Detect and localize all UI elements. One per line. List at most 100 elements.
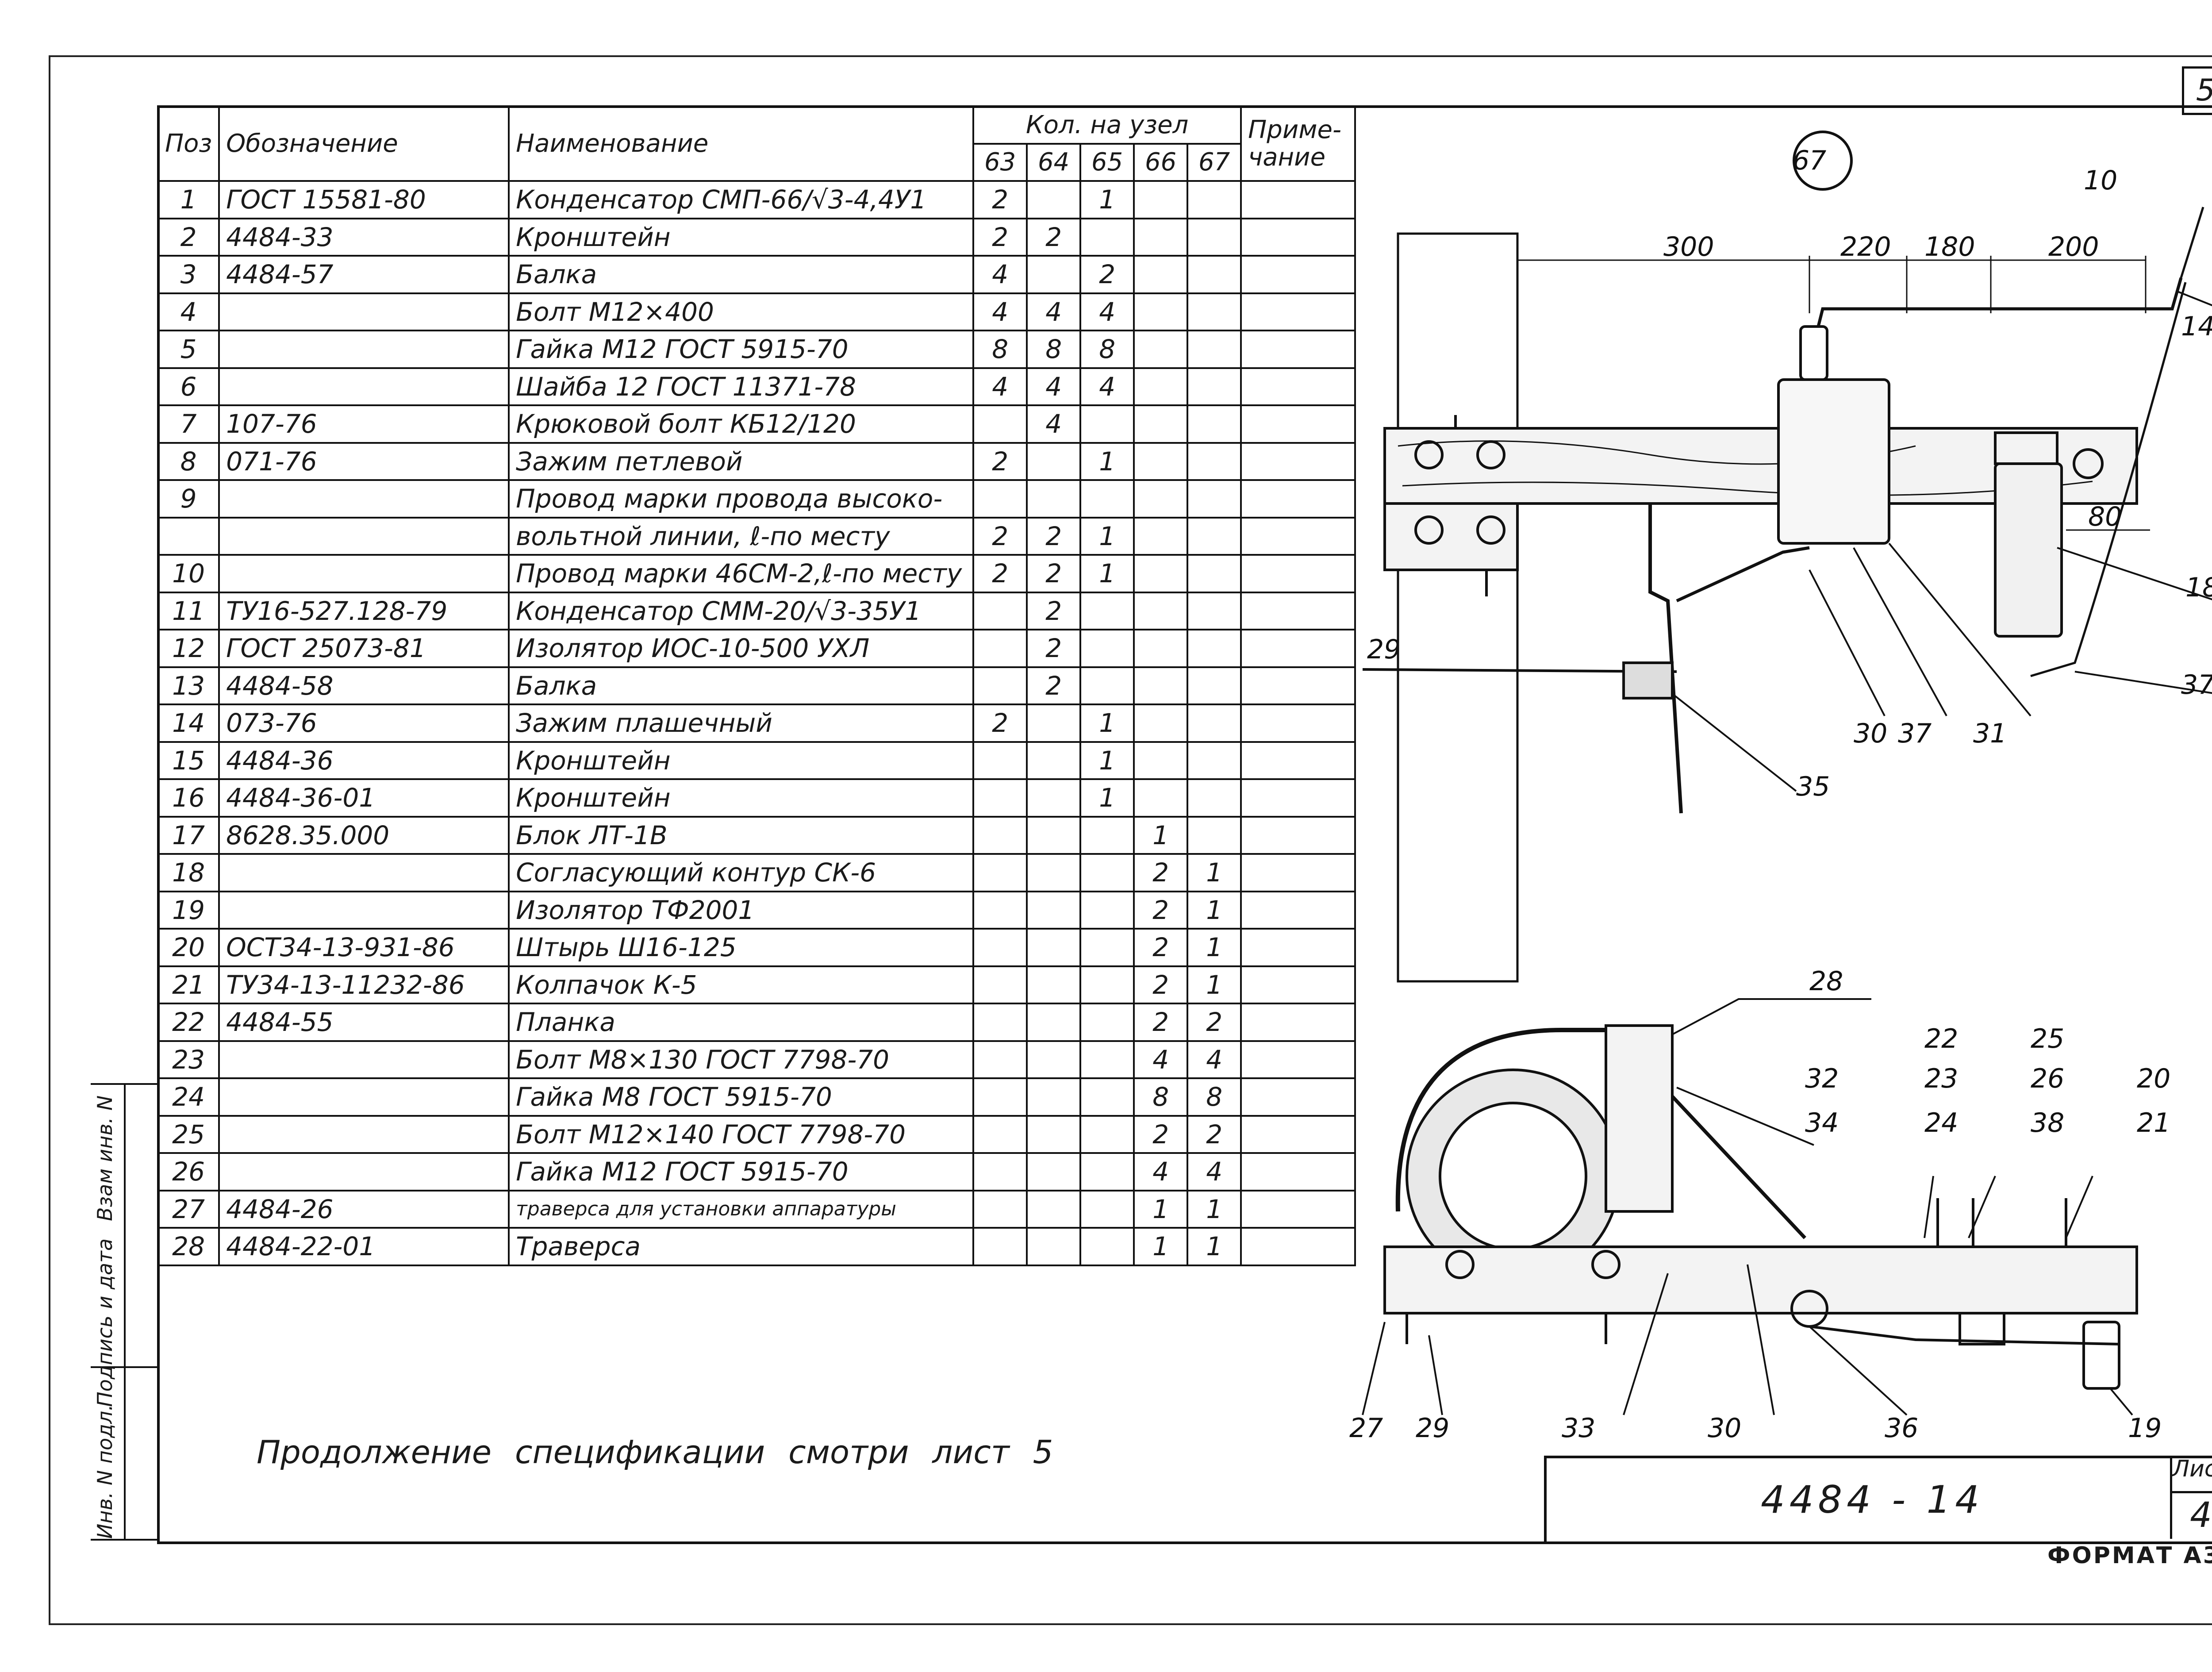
- cell-designation: ГОСТ 15581-80: [218, 180, 510, 219]
- cell-qty: [1026, 180, 1082, 219]
- cell-qty: 2: [972, 180, 1028, 219]
- cell-pos: 21: [157, 965, 220, 1004]
- callout-10: 10: [2084, 165, 2117, 196]
- cell-pos: 28: [157, 1227, 220, 1266]
- cell-designation: [218, 292, 510, 331]
- cell-note: [1240, 890, 1356, 930]
- cell-qty: [1133, 180, 1189, 219]
- cell-qty: [1026, 1227, 1082, 1266]
- cell-qty: [1187, 815, 1242, 855]
- cell-qty: [1133, 367, 1189, 406]
- cell-pos: 3: [157, 255, 220, 294]
- cell-qty: 1: [1079, 554, 1135, 593]
- cell-name: Штырь Ш16-125: [508, 928, 975, 967]
- cell-qty: [972, 1077, 1028, 1117]
- cell-qty: 4: [1026, 404, 1082, 444]
- callout-21: 21: [2137, 1107, 2170, 1138]
- cell-qty: [1187, 554, 1242, 593]
- cell-pos: 26: [157, 1152, 220, 1192]
- cell-designation: [218, 554, 510, 593]
- cell-qty: [972, 965, 1028, 1004]
- cell-qty: 4: [972, 255, 1028, 294]
- cell-qty: 2: [972, 442, 1028, 481]
- coupling-contour: [1994, 462, 2063, 638]
- header-note: Приме- чание: [1240, 105, 1356, 182]
- cell-qty: [1026, 1152, 1082, 1192]
- cell-qty: 1: [1187, 965, 1242, 1004]
- cell-pos: 17: [157, 815, 220, 855]
- cell-qty: [1187, 404, 1242, 444]
- cell-name: Болт М12×400: [508, 292, 975, 331]
- cell-qty: [1187, 516, 1242, 556]
- cell-name: Конденсатор СММ-20/√3-35У1: [508, 591, 975, 630]
- cell-designation: [218, 1152, 510, 1192]
- cell-qty: 8: [1133, 1077, 1189, 1117]
- cell-pos: 20: [157, 928, 220, 967]
- cell-qty: [1079, 890, 1135, 930]
- cell-qty: 1: [1079, 180, 1135, 219]
- cell-name: Провод марки провода высоко-: [508, 479, 975, 519]
- cell-note: [1240, 853, 1356, 892]
- cell-note: [1240, 1003, 1356, 1042]
- cell-qty: [1079, 591, 1135, 630]
- callout-37a: 37: [2181, 669, 2212, 700]
- cell-note: [1240, 255, 1356, 294]
- cell-qty: 8: [1187, 1077, 1242, 1117]
- cell-note: [1240, 404, 1356, 444]
- clamp-plank: [1605, 1024, 1674, 1213]
- cell-qty: [1026, 1115, 1082, 1154]
- cell-qty: [972, 1115, 1028, 1154]
- pole-upper: [1397, 232, 1519, 983]
- cell-qty: 1: [1133, 1189, 1189, 1229]
- callout-35: 35: [1796, 771, 1830, 802]
- callout-33: 33: [1562, 1413, 1595, 1444]
- cell-pos: 8: [157, 442, 220, 481]
- cell-note: [1240, 1077, 1356, 1117]
- cell-qty: [1187, 778, 1242, 818]
- callout-37b: 37: [1898, 718, 1932, 749]
- cell-qty: 2: [1187, 1115, 1242, 1154]
- callout-26: 26: [2031, 1063, 2064, 1094]
- cell-qty: 1: [1079, 703, 1135, 743]
- cell-qty: [1026, 703, 1082, 743]
- cell-qty: [972, 404, 1028, 444]
- callout-20: 20: [2137, 1063, 2170, 1094]
- cell-pos: 11: [157, 591, 220, 630]
- cell-designation: 073-76: [218, 703, 510, 743]
- cell-name: Провод марки 46СМ-2,ℓ-по месту: [508, 554, 975, 593]
- cell-note: [1240, 1115, 1356, 1154]
- cell-qty: 4: [1026, 367, 1082, 406]
- cell-designation: ТУ34-13-11232-86: [218, 965, 510, 1004]
- cell-qty: [972, 1003, 1028, 1042]
- cell-qty: 2: [1133, 890, 1189, 930]
- cell-qty: [972, 741, 1028, 780]
- cell-designation: ТУ16-527.128-79: [218, 591, 510, 630]
- cell-qty: [1026, 479, 1082, 519]
- dim-200: 200: [2048, 231, 2099, 262]
- cell-qty: [1079, 1077, 1135, 1117]
- cell-pos: 19: [157, 890, 220, 930]
- table-subheader-row: 63 64 65 66 67: [158, 142, 1355, 182]
- cell-qty: [1133, 778, 1189, 818]
- callout-18: 18: [2185, 572, 2212, 603]
- title-block: [1544, 1456, 2212, 1541]
- cell-name: Болт М12×140 ГОСТ 7798-70: [508, 1115, 975, 1154]
- cell-note: [1240, 367, 1356, 406]
- cell-qty: [1133, 255, 1189, 294]
- sheet-cell: Лист 4: [2170, 1456, 2212, 1539]
- cell-name: Согласующий контур СК-6: [508, 853, 975, 892]
- cell-qty: 2: [1026, 217, 1082, 257]
- cell-qty: [1079, 1189, 1135, 1229]
- cell-pos: 13: [157, 666, 220, 705]
- cell-qty: [1079, 666, 1135, 705]
- node-marker-circle: [1793, 131, 1853, 191]
- cell-qty: 1: [1079, 442, 1135, 481]
- dim-80: 80: [2088, 501, 2122, 532]
- cell-qty: [972, 591, 1028, 630]
- cell-name: Гайка М12 ГОСТ 5915-70: [508, 1152, 975, 1192]
